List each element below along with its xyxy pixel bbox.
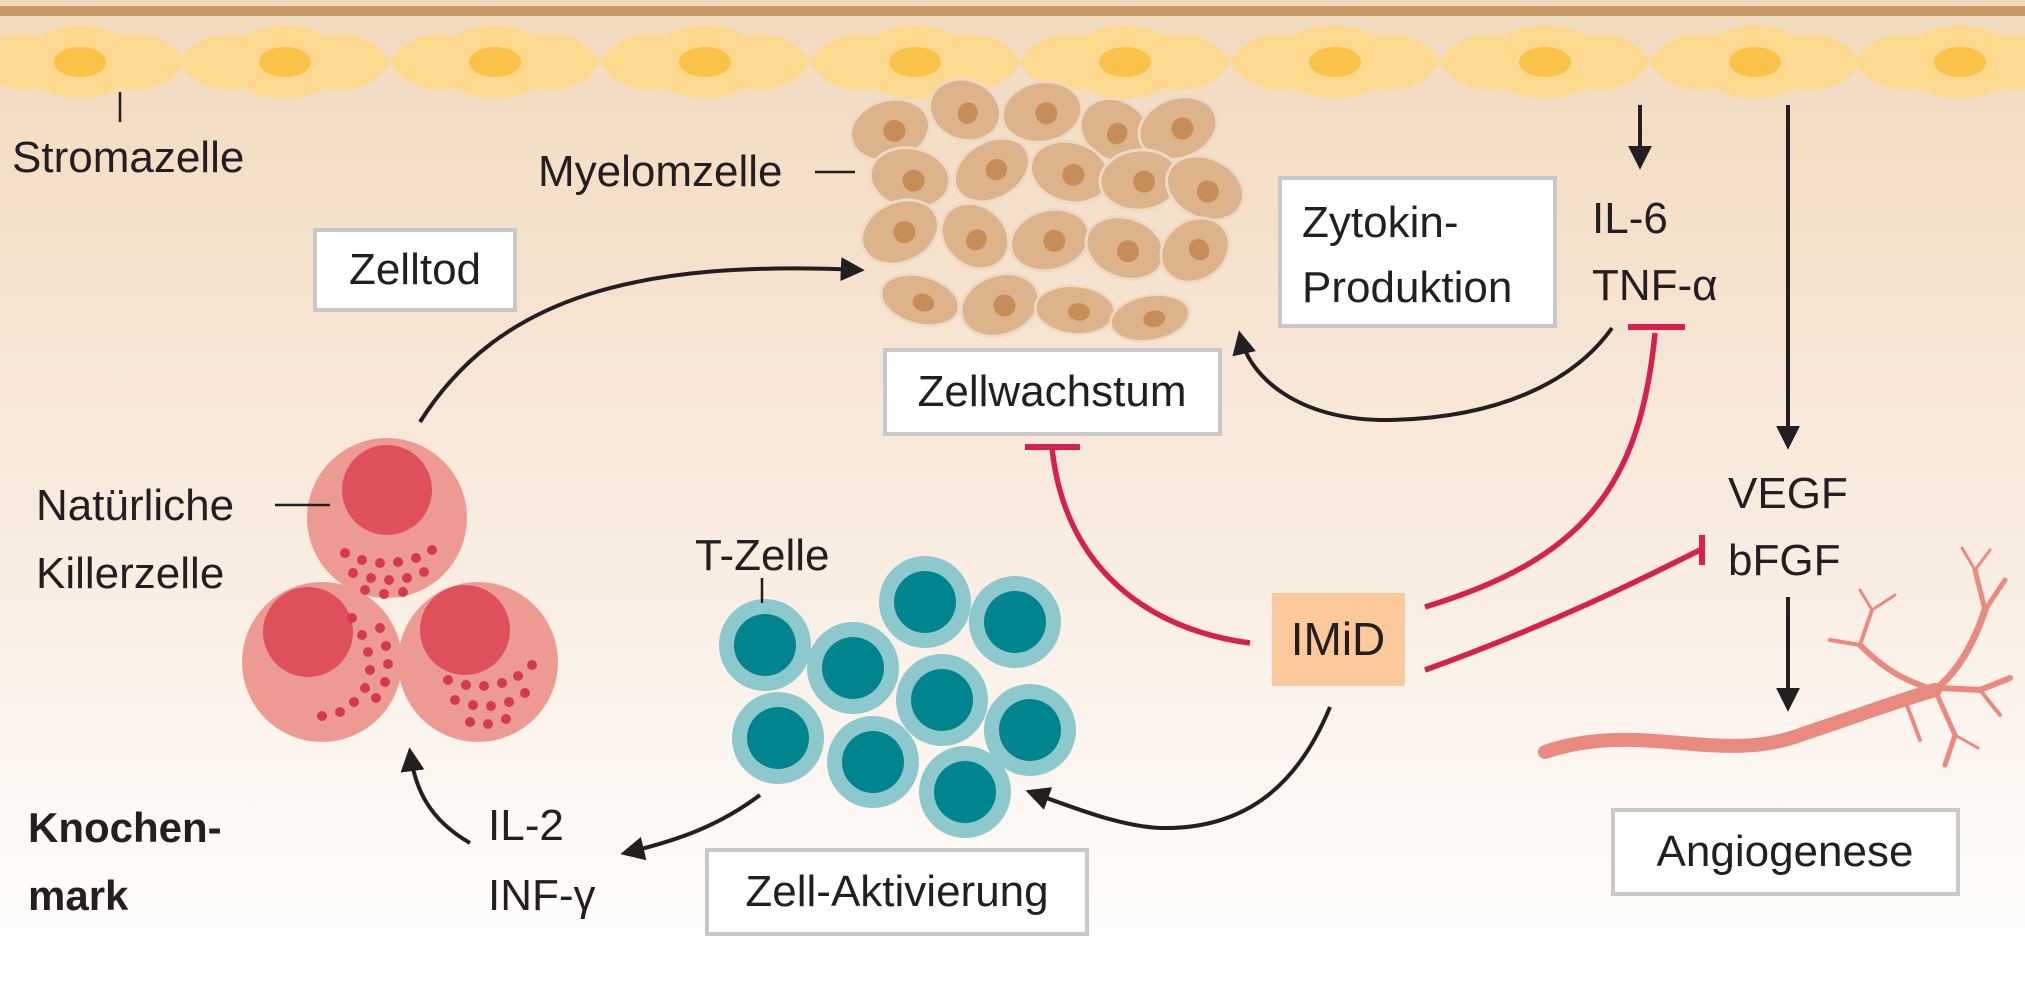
angiogenese-box	[1611, 808, 1960, 896]
angiogenese-label: Angiogenese	[1657, 827, 1914, 876]
zelltod-label: Zelltod	[349, 245, 481, 294]
nk-kill-arrow	[418, 257, 865, 424]
nk-label-line1: Natürliche	[36, 481, 234, 530]
zellaktivierung-label: Zell-Aktivierung	[745, 867, 1048, 916]
nk-cell-icon	[242, 438, 558, 742]
tnf-label: TNF-α	[1592, 261, 1718, 310]
cytokine-growth-arrow	[1232, 326, 1614, 423]
tcell-to-il2-arrow	[620, 793, 762, 861]
zelltod-box	[313, 228, 517, 312]
zytokin-box	[1278, 176, 1557, 328]
zytokin-label-line1: Zytokin-	[1302, 198, 1458, 247]
vegf-label: VEGF	[1728, 469, 1848, 518]
imid-label: IMiD	[1291, 613, 1386, 665]
zellaktivierung-box	[705, 848, 1089, 936]
imid-box	[1272, 593, 1405, 686]
blood-vessel-icon	[1538, 546, 2013, 768]
bfgf-label: bFGF	[1728, 536, 1840, 585]
zytokin-label-line2: Produktion	[1302, 263, 1512, 312]
stromazelle-label: Stromazelle	[12, 133, 244, 182]
bone-border	[0, 6, 2025, 16]
infg-label: INF-γ	[488, 871, 596, 920]
il2-label: IL-2	[488, 801, 564, 850]
myelomzelle-label: Myelomzelle	[538, 147, 783, 196]
tzelle-label: T-Zelle	[695, 531, 829, 580]
nk-label-line2: Killerzelle	[36, 549, 224, 598]
il2-to-nk-arrow	[400, 747, 471, 845]
imid-inhibits-cytokine-line	[1424, 332, 1658, 610]
imid-inhibits-vegf-line	[1424, 547, 1702, 673]
il6-label: IL-6	[1592, 194, 1668, 243]
knochenmark-label-line1: Knochen-	[28, 804, 222, 851]
imid-inhibits-growth-line	[1049, 447, 1251, 646]
imid-activates-tcell-arrow	[1025, 706, 1332, 831]
zellwachstum-box	[883, 348, 1222, 436]
knochenmark-label-line2: mark	[28, 872, 129, 919]
zellwachstum-label: Zellwachstum	[918, 367, 1187, 416]
